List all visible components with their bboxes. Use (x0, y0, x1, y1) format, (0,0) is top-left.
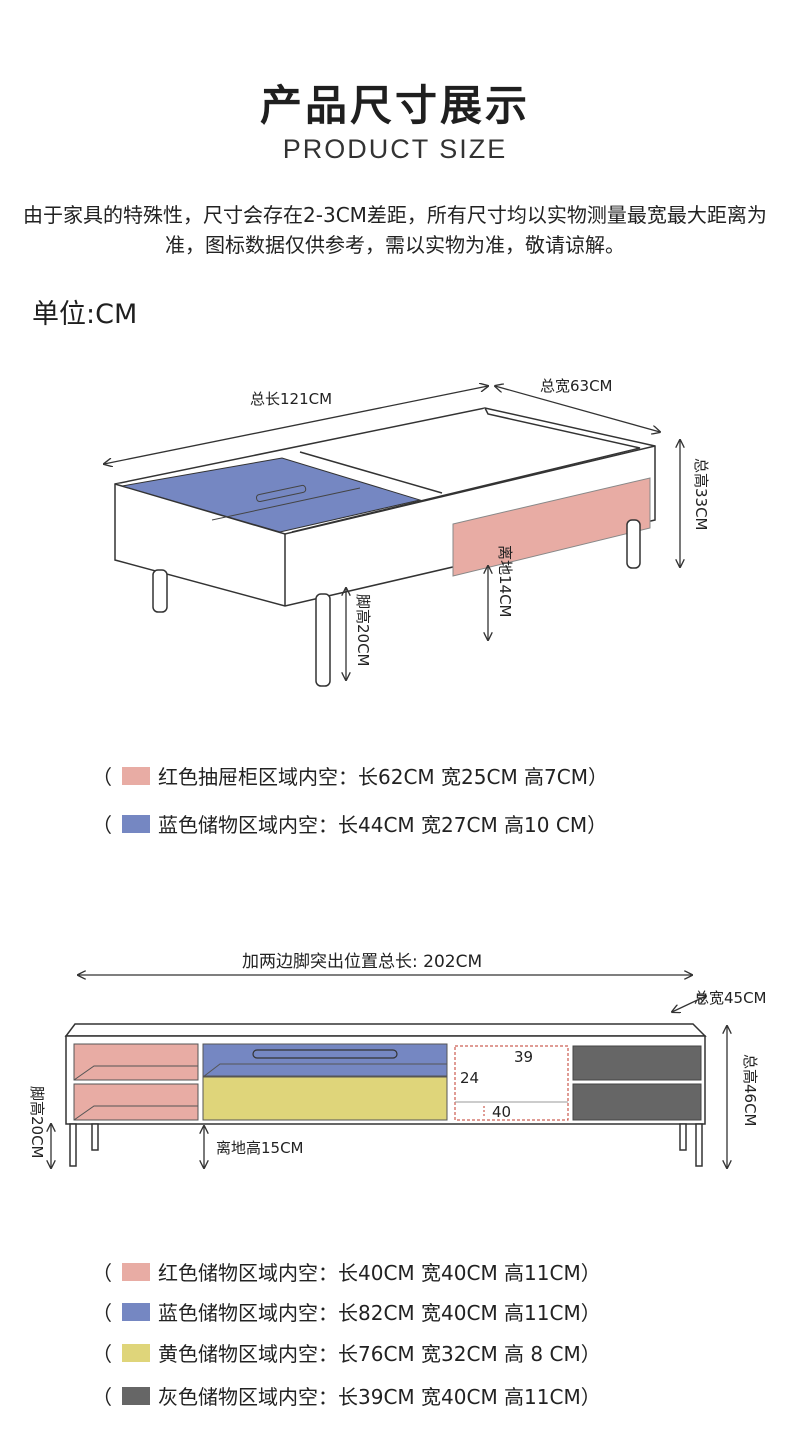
yellow-storage-area (202, 1076, 448, 1121)
blue-storage-area (202, 1043, 448, 1077)
red-storage-area (73, 1043, 199, 1121)
blue-swatch (122, 814, 150, 833)
clearance-label: 离地高15CM (216, 1139, 304, 1157)
total-width-label: 总宽45CM (694, 989, 767, 1007)
total-height-label: 总高33CM (692, 458, 710, 531)
total-width-label: 总宽63CM (540, 377, 613, 395)
total-width-dimension (672, 996, 706, 1012)
legend-text: 红色储物区域内空：长40CM 宽40CM 高11CM (158, 1261, 581, 1285)
clearance-label: 离地14CM (496, 545, 514, 618)
legend-item: （ 红色储物区域内空：长40CM 宽40CM 高11CM ） (92, 1257, 601, 1286)
legend-text: 灰色储物区域内空：长39CM 宽40CM 高11CM (158, 1385, 581, 1409)
open-height-label: 24 (460, 1069, 479, 1087)
page-subtitle: PRODUCT SIZE (282, 134, 508, 164)
total-length-label: 总长121CM (250, 390, 332, 408)
coffee-table-diagram: 总长121CM 总宽63CM 总高33CM 离地14CM 脚高20CM (0, 377, 710, 687)
cabinet-legs (69, 1123, 703, 1167)
blue-swatch (122, 1302, 150, 1321)
open-width-label: 39 (514, 1048, 533, 1066)
size-disclaimer: 由于家具的特殊性，尺寸会存在2-3CM差距，所有尺寸均以实物测量最宽最大距离为准… (23, 203, 767, 257)
legend-text: 红色抽屉柜区域内空：长62CM 宽25CM 高7CM (158, 765, 588, 789)
open-depth-label: 40 (492, 1103, 511, 1121)
total-width-dimension (495, 386, 660, 432)
total-length-label: 加两边脚突出位置总长: 202CM (242, 952, 482, 972)
legend-text: 蓝色储物区域内空：长82CM 宽40CM 高11CM (158, 1301, 581, 1325)
legend-text: 蓝色储物区域内空：长44CM 宽27CM 高10 CM (158, 813, 588, 837)
yellow-swatch (122, 1343, 150, 1362)
total-height-label: 总高46CM (741, 1054, 759, 1127)
legend-item: （ 蓝色储物区域内空：长44CM 宽27CM 高10 CM ） (92, 809, 607, 838)
red-swatch (122, 1262, 150, 1281)
unit-label: 单位:CM (32, 299, 138, 330)
cabinet-top (64, 1023, 707, 1037)
red-swatch (122, 766, 150, 785)
open-storage-area (454, 1045, 569, 1121)
gray-storage-area (572, 1045, 702, 1121)
legend-item: （ 灰色储物区域内空：长39CM 宽40CM 高11CM ） (92, 1381, 601, 1410)
blue-panel-handle (255, 484, 307, 503)
gray-swatch (122, 1386, 150, 1405)
leg-height-label: 脚高20CM (354, 594, 372, 667)
legend-item: （ 红色抽屉柜区域内空：长62CM 宽25CM 高7CM ） (92, 761, 608, 790)
blue-drawer-handle (252, 1049, 398, 1059)
tv-cabinet-diagram: 加两边脚突出位置总长: 202CM 总宽45CM 总高46CM 离地高15CM … (28, 952, 767, 1180)
legend-text: 黄色储物区域内空：长76CM 宽32CM 高 8 CM (158, 1342, 581, 1366)
coffee-table-legs (152, 519, 641, 687)
leg-height-label: 脚高20CM (28, 1086, 46, 1159)
legend-item: （ 蓝色储物区域内空：长82CM 宽40CM 高11CM ） (92, 1297, 601, 1326)
legend-item: （ 黄色储物区域内空：长76CM 宽32CM 高 8 CM ） (92, 1338, 601, 1367)
total-length-dimension (104, 386, 488, 464)
red-drawer-area (452, 477, 651, 577)
page-title: 产品尺寸展示 (259, 81, 530, 130)
